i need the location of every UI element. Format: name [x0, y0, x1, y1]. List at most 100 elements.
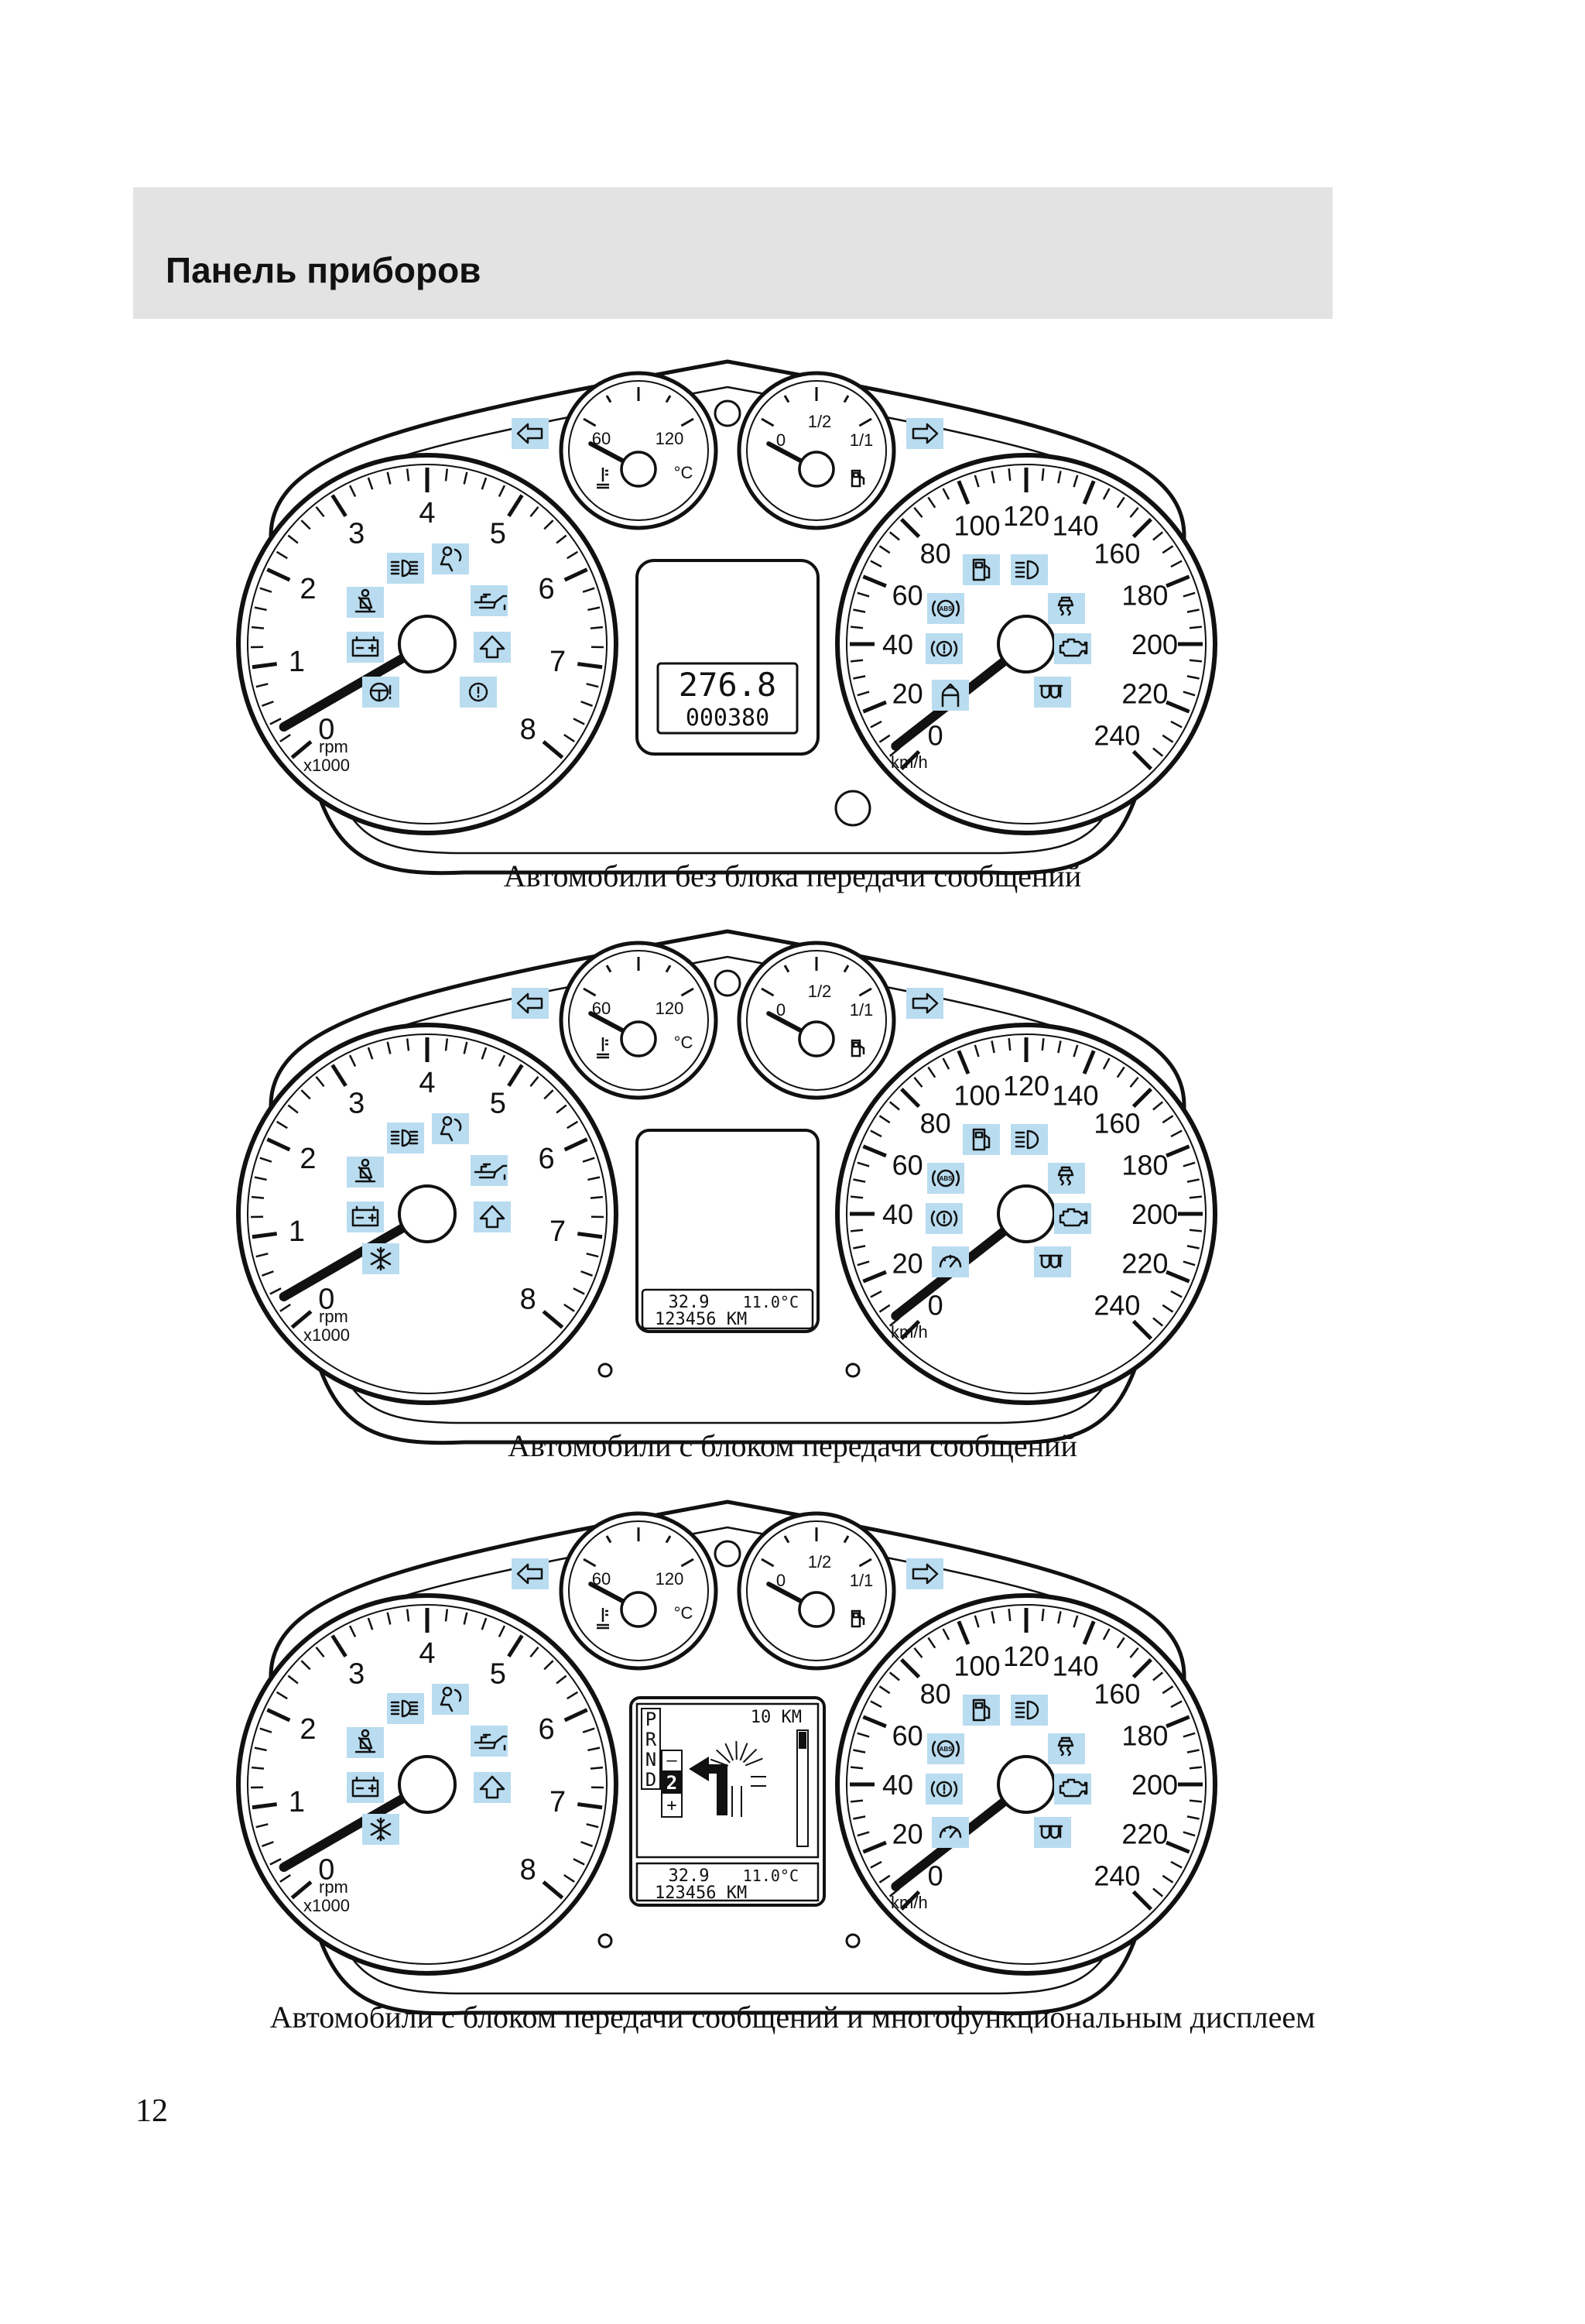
speedo-tick — [1082, 1050, 1096, 1075]
tacho-tick — [290, 740, 313, 759]
tacho-tick — [252, 1232, 278, 1239]
tacho-tick — [279, 733, 291, 742]
speedo-label: 20 — [892, 1818, 923, 1850]
battery-indicator-icon — [347, 1201, 384, 1232]
left-button[interactable] — [597, 1363, 613, 1378]
speedo-tick — [957, 1620, 971, 1645]
speedo-label: 160 — [1094, 538, 1140, 570]
temperature-gauge-label: 120 — [656, 1569, 684, 1589]
speedo-tick — [853, 1178, 866, 1183]
tacho-tick — [251, 1766, 265, 1770]
speedo-label: 100 — [953, 1650, 1000, 1682]
tacho-tick — [287, 534, 299, 544]
coolant-temp-icon — [597, 468, 609, 489]
tacho-tick — [573, 1287, 585, 1295]
rpm-unit: rpm — [319, 1877, 348, 1897]
tacho-tick — [481, 1617, 488, 1630]
speedo-tick — [1082, 1620, 1096, 1645]
tacho-tick — [556, 534, 567, 544]
speedo-tick — [850, 1195, 864, 1199]
tacho-tick — [582, 587, 595, 593]
trip-reset-button[interactable] — [714, 1540, 741, 1568]
tacho-tick — [481, 1047, 488, 1060]
fuel-gauge-tick — [761, 417, 775, 427]
speedo-label: 100 — [953, 1080, 1000, 1112]
speedo-tick — [853, 608, 866, 613]
odometer-display: 000380 — [686, 704, 769, 732]
speedo-tick — [1116, 1637, 1125, 1649]
speedo-tick — [1116, 496, 1125, 509]
speedo-tick — [857, 691, 870, 697]
tacho-label: 8 — [520, 1283, 536, 1315]
tacho-label: 1 — [289, 1786, 305, 1818]
glow-plug-icon — [1034, 677, 1071, 708]
speedo-tick — [870, 560, 882, 568]
tacho-tick — [563, 1873, 575, 1883]
speedo-tick — [888, 1671, 900, 1681]
current-gear: 2 — [666, 1772, 677, 1794]
gear-position-label: P — [645, 1709, 656, 1730]
speedo-tick — [1166, 700, 1190, 714]
right-button[interactable] — [845, 1933, 861, 1949]
tacho-tick — [444, 1609, 449, 1622]
tacho-tick — [590, 1766, 604, 1770]
tacho-tick — [348, 1625, 357, 1638]
trip-reset-button[interactable] — [714, 399, 741, 427]
speedo-tick — [1189, 626, 1203, 629]
tacho-tick — [290, 1310, 313, 1329]
tacho-tick — [563, 1137, 588, 1152]
speed-unit: km/h — [891, 752, 928, 772]
tacho-tick — [586, 683, 599, 688]
engine-check-icon — [1054, 1203, 1091, 1234]
speedo-tick — [888, 1101, 900, 1111]
fuel-gauge-tick — [783, 395, 790, 403]
fuel-gauge-tick — [858, 987, 872, 997]
speedo-tick — [1162, 1115, 1174, 1124]
tacho-tick — [542, 1880, 564, 1900]
fuel-economy: 32.9 — [669, 1866, 710, 1886]
tacho-label: 0 — [318, 1283, 334, 1315]
traction-control-icon — [1048, 1733, 1085, 1764]
temperature-gauge-tick — [583, 417, 597, 427]
tacho-tick — [259, 587, 272, 593]
speedo-tick — [900, 1088, 921, 1109]
speedo-tick — [853, 1749, 866, 1753]
tacho-tick — [586, 1823, 599, 1829]
speedo-tick — [957, 1050, 971, 1075]
left-turn-signal-icon — [512, 1558, 549, 1589]
trip-button[interactable] — [834, 790, 871, 827]
odometer-display: 123456 KM — [655, 1310, 747, 1329]
tacho-tick — [590, 626, 604, 629]
speedo-tick — [853, 1245, 866, 1249]
tacho-tick — [367, 1047, 374, 1060]
fuel-gauge-label: 1/1 — [850, 1000, 874, 1020]
tacho-label: 3 — [348, 1088, 365, 1120]
tacho-tick — [266, 1137, 291, 1152]
gear-position-label: D — [645, 1769, 656, 1791]
speedo-tick — [900, 1658, 921, 1679]
left-button[interactable] — [597, 1933, 613, 1949]
trip-reset-button[interactable] — [714, 969, 741, 997]
speedo-label: 120 — [1003, 1070, 1049, 1102]
airbag-indicator-icon — [432, 1113, 469, 1144]
tacho-label: 1 — [289, 646, 305, 678]
fuel-gauge-hub — [798, 451, 835, 488]
speedo-tick — [1131, 749, 1152, 770]
tacho-tick — [406, 468, 410, 482]
speedo-tick — [878, 734, 891, 743]
tacho-tick — [330, 1634, 347, 1658]
speedo-label: 0 — [928, 1860, 943, 1891]
speedo-tick — [991, 1611, 995, 1624]
tacho-tick — [279, 1303, 291, 1312]
tacho-tick — [300, 519, 311, 530]
svg-text:ABS: ABS — [940, 1175, 953, 1182]
right-button[interactable] — [845, 1363, 861, 1378]
lights-indicator-icon — [387, 1123, 424, 1153]
speedo-tick — [1152, 1101, 1164, 1111]
speedo-tick — [927, 1066, 936, 1078]
speedo-label: 180 — [1121, 1719, 1168, 1751]
